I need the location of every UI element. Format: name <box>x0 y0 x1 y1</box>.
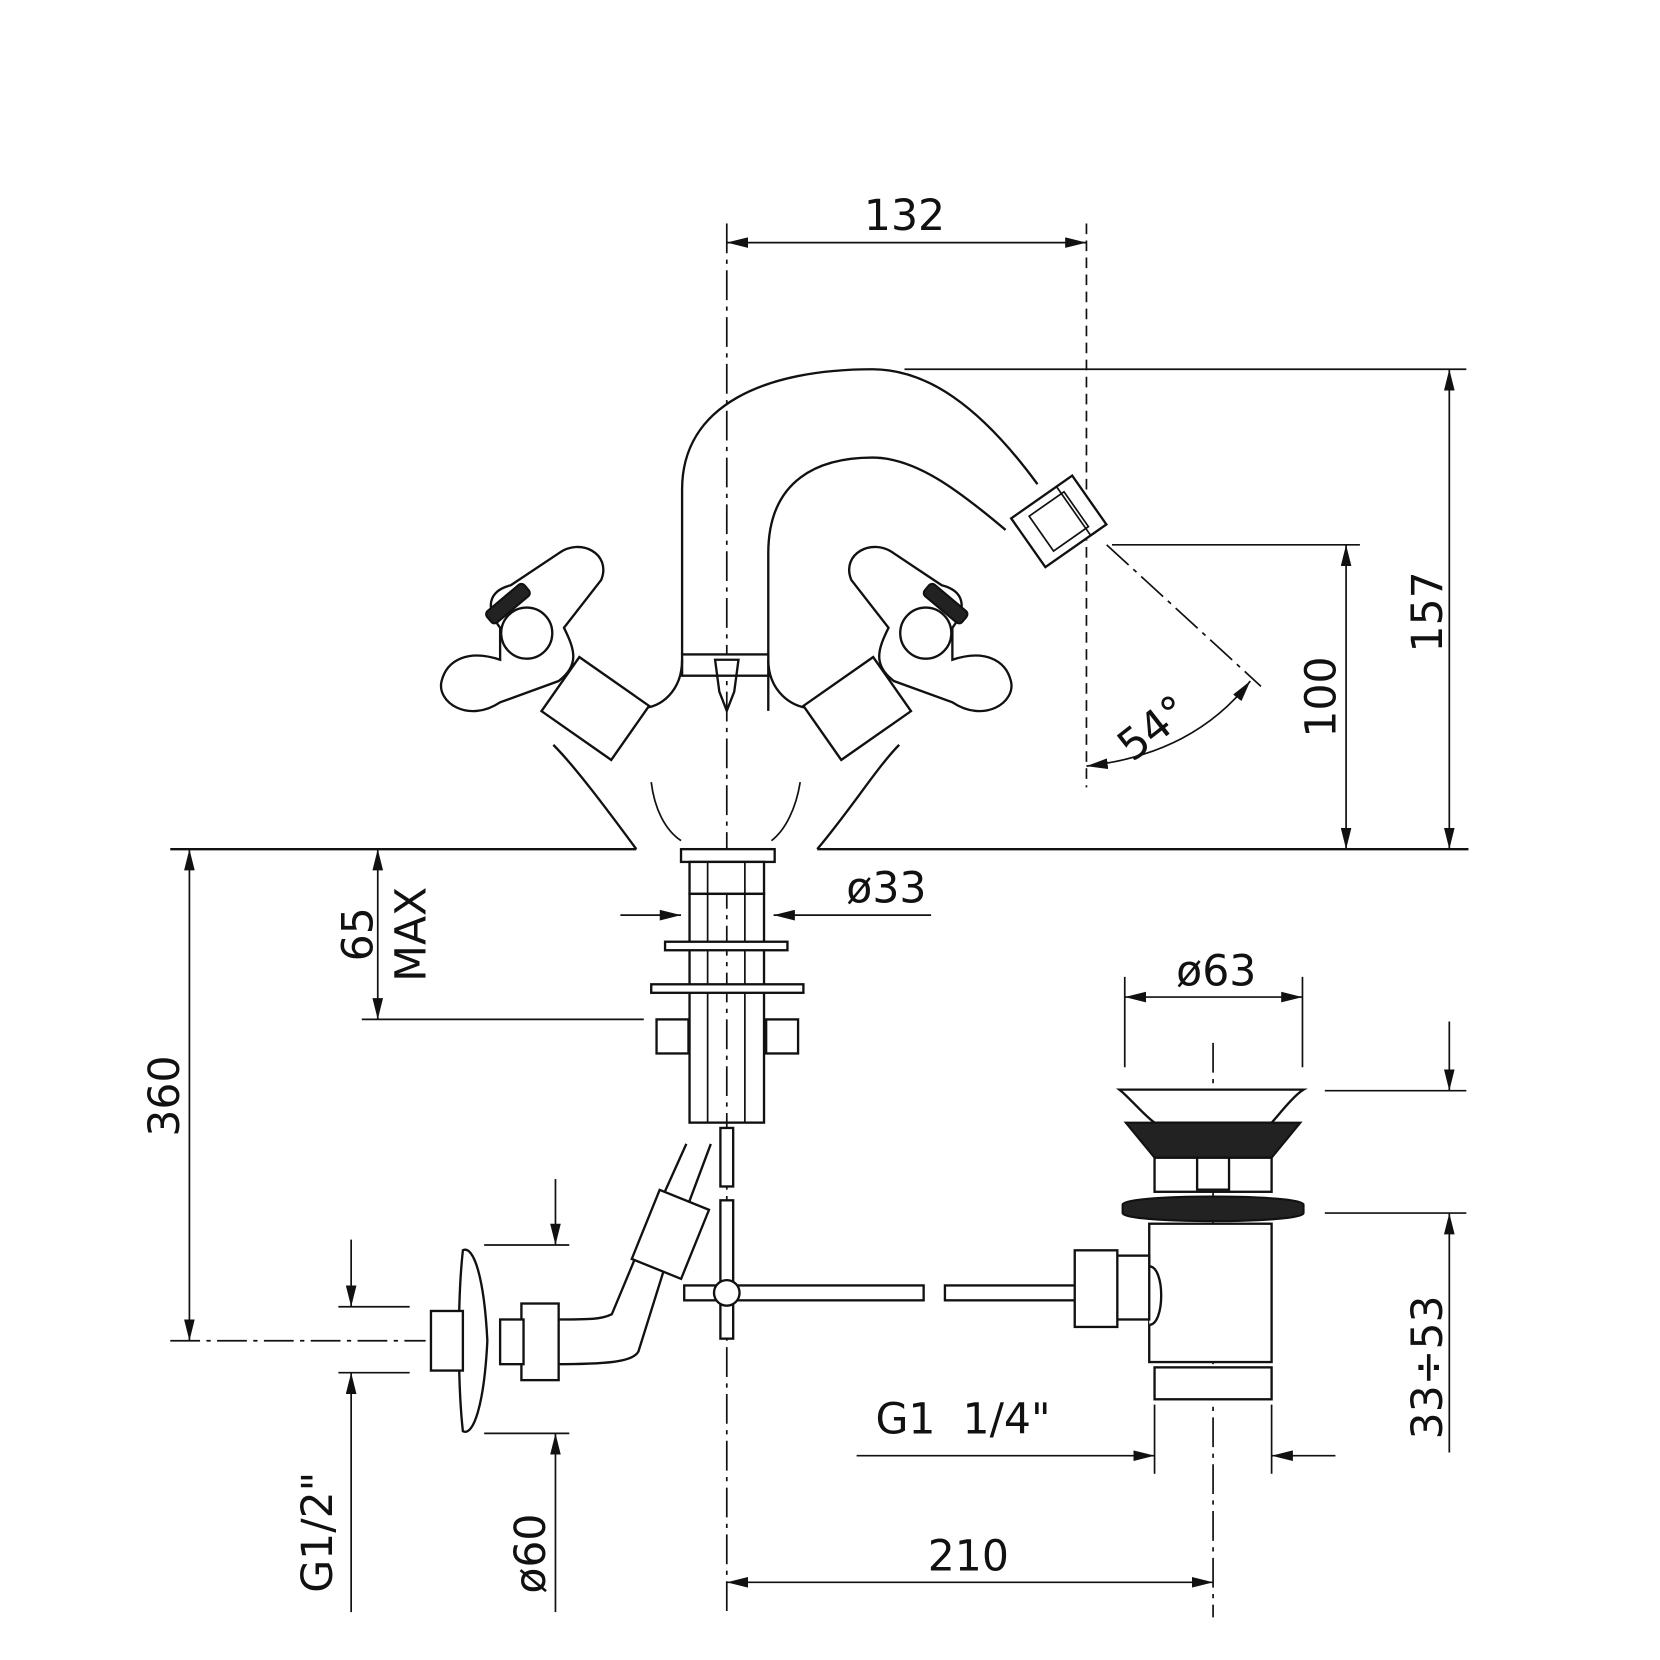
pop-up-waste <box>1073 1088 1308 1401</box>
dim-rosette-diameter: ø60 <box>506 1514 556 1594</box>
dim-shank-diameter: ø33 <box>846 863 926 913</box>
handle-left <box>439 545 605 713</box>
dim-210: 210 <box>928 1532 1009 1582</box>
dim-waste-diameter: ø63 <box>1176 946 1256 996</box>
spout-aerator <box>1009 474 1109 569</box>
dim-54-degrees: 54° <box>1108 686 1198 772</box>
dim-100: 100 <box>1296 656 1346 737</box>
handle-right <box>848 545 1013 713</box>
waste-rod <box>683 1278 1080 1307</box>
inlet-hose <box>429 1143 712 1433</box>
shank-assembly <box>650 860 805 1340</box>
dim-max: MAX <box>387 887 437 982</box>
dim-inlet-thread: G1/2" <box>293 1472 343 1593</box>
dim-157: 157 <box>1403 571 1453 652</box>
dim-65: 65 <box>333 907 383 961</box>
dim-waste-thread: G1 1/4" <box>875 1394 1050 1444</box>
dim-132: 132 <box>864 191 945 241</box>
dim-360: 360 <box>140 1055 190 1136</box>
mixer-body <box>539 655 913 864</box>
dimension-lines <box>184 237 1467 1613</box>
dim-waste-range: 33÷53 <box>1403 1295 1453 1439</box>
